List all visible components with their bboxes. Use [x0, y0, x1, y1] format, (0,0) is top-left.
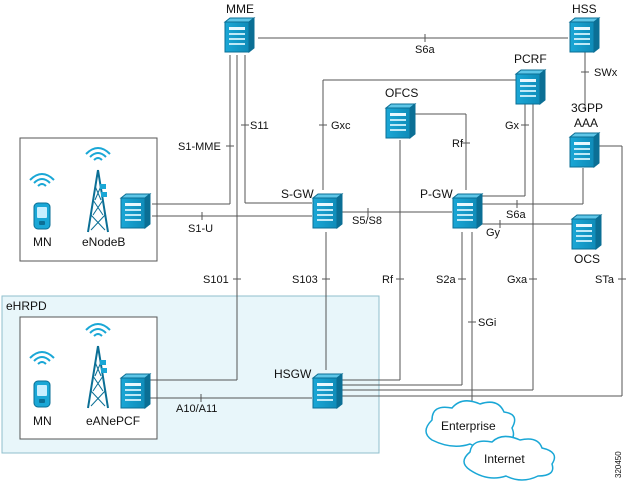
- pcrf-server-icon: [515, 69, 546, 105]
- a10a11-label: A10/A11: [176, 403, 217, 415]
- sgw-server-icon: [312, 193, 343, 229]
- s2a-label: S2a: [436, 274, 456, 286]
- ocs-server-icon: [571, 214, 602, 250]
- hsgw-server-icon: [312, 373, 343, 409]
- s6a-pgw-label: S6a: [506, 209, 526, 221]
- s6a-top-label: S6a: [415, 44, 435, 56]
- ofcs-label: OFCS: [385, 86, 418, 100]
- sgi-label: SGi: [478, 317, 496, 329]
- pcrf-label: PCRF: [514, 52, 547, 66]
- s11-label: S11: [250, 120, 269, 132]
- aaa-label-line1: 3GPP: [571, 101, 603, 115]
- enodeb-label: eNodeB: [82, 235, 125, 249]
- s5s8-label: S5/S8: [352, 215, 382, 227]
- sta-label: STa: [595, 274, 615, 286]
- mn-top-label: MN: [33, 235, 52, 249]
- mn-bottom-label: MN: [33, 414, 52, 428]
- ehrpd-label: eHRPD: [6, 299, 47, 313]
- aaa-server-icon: [569, 132, 600, 168]
- gxa-label: Gxa: [507, 274, 528, 286]
- internet-cloud-icon: [463, 435, 556, 481]
- mme-server-icon: [224, 17, 255, 53]
- figure-id: 320450: [614, 451, 623, 478]
- eanepcf-label: eANePCF: [86, 414, 140, 428]
- s101-label: S101: [203, 274, 229, 286]
- gx-label: Gx: [505, 120, 520, 132]
- pgw-server-icon: [452, 193, 483, 229]
- enterprise-label: Enterprise: [441, 419, 496, 433]
- rf-bottom-label: Rf: [382, 274, 394, 286]
- mn-bottom-phone-icon: [33, 380, 51, 408]
- rf-top-label: Rf: [452, 138, 464, 150]
- s103-label: S103: [292, 274, 318, 286]
- pgw-label: P-GW: [420, 187, 453, 201]
- ofcs-server-icon: [385, 103, 416, 139]
- hss-server-icon: [569, 17, 600, 53]
- eanepcf-server-icon: [120, 373, 151, 409]
- swx-label: SWx: [594, 67, 618, 79]
- s1mme-label: S1-MME: [178, 141, 221, 153]
- interface-ticks: [200, 34, 626, 402]
- connection-lines: [150, 37, 623, 408]
- mn-top-phone-icon: [33, 202, 51, 230]
- hsgw-label: HSGW: [274, 367, 312, 381]
- mme-label: MME: [226, 2, 254, 16]
- enodeb-server-icon: [120, 193, 151, 229]
- gy-label: Gy: [486, 227, 501, 239]
- s1u-label: S1-U: [188, 223, 213, 235]
- aaa-label-line2: AAA: [574, 116, 598, 130]
- gxc-label: Gxc: [331, 120, 351, 132]
- ocs-label: OCS: [574, 252, 600, 266]
- hss-label: HSS: [572, 2, 597, 16]
- internet-label: Internet: [484, 452, 525, 466]
- sgw-label: S-GW: [281, 187, 314, 201]
